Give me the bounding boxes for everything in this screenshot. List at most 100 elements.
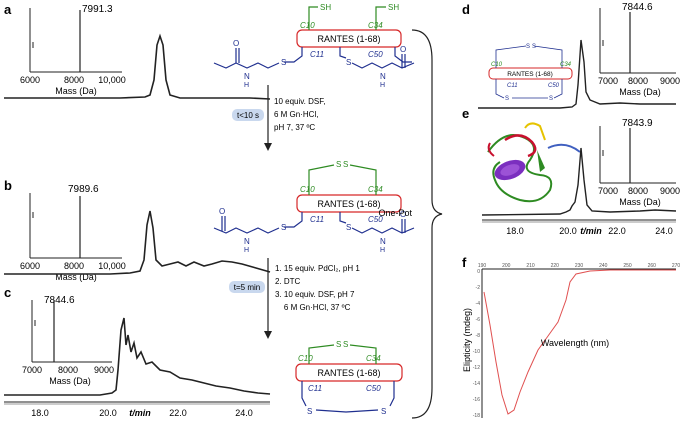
c11-label-1: C11 [310, 50, 324, 59]
panel-label-c: c [4, 285, 11, 300]
cd-curve [483, 269, 676, 415]
mass-label-d: Mass (Da) [619, 87, 661, 97]
step1-line-2: 6 M Gn·HCl, [274, 110, 318, 119]
peptide-label-1: RANTES (1-68) [317, 34, 380, 44]
step1-time: t<10 s [237, 111, 259, 120]
time-tick-de-4: 24.0 [655, 226, 673, 236]
protein-ribbon-image [487, 122, 581, 203]
s-label-d-3: S [505, 96, 509, 102]
hplc-trace-e [481, 147, 677, 216]
s-label-bottom-3b: S [381, 407, 386, 416]
structure-3: RANTES (1-68) S S C10 C34 C11 C50 S S [295, 340, 403, 416]
c10-label-3: C10 [298, 354, 313, 363]
step2-line-4: 6 M Gn·HCl, 37 ºC [275, 303, 351, 312]
peptide-label-d: RANTES (1-68) [507, 71, 553, 78]
tick-b-2: 8000 [64, 261, 84, 271]
peak-label-c: 7844.6 [44, 295, 75, 306]
cd-y-tick: -16 [473, 397, 480, 403]
c11-label-3: C11 [308, 384, 322, 393]
panel-e: 7843.9 7000 8000 9000 Mass (Da) 18.0 20.… [481, 118, 680, 236]
time-tick-de-1: 18.0 [506, 226, 524, 236]
s-label-left-2: S [281, 223, 286, 232]
h-label-left-2: H [244, 247, 249, 254]
hplc-trace-c [4, 317, 271, 396]
cd-x-tick: 220 [551, 263, 560, 269]
tick-e-1: 7000 [598, 186, 618, 196]
cd-y-tick: -2 [476, 285, 481, 291]
c50-label-d: C50 [548, 83, 560, 89]
mass-label-b: Mass (Da) [55, 272, 97, 282]
mass-label-c: Mass (Da) [49, 376, 91, 386]
step2-line-3: 3. 10 equiv. DSF, pH 7 [275, 290, 355, 299]
s-label-mid-1: S [346, 58, 351, 67]
time-tick-4: 24.0 [235, 408, 253, 418]
c10-label-d: C10 [491, 62, 503, 68]
tick-c-1: 7000 [22, 365, 42, 375]
nh-label-right-1: N [380, 72, 386, 81]
peak-label-d: 7844.6 [622, 2, 653, 13]
step1-line-1: 10 equiv. DSF, [274, 97, 325, 106]
cd-y-label: Elipticity (mdeg) [462, 308, 472, 372]
reaction-arrow-1: t<10 s 10 equiv. DSF, 6 M Gn·HCl, pH 7, … [232, 85, 325, 151]
cd-y-tick: 0 [477, 269, 480, 275]
h-label-right-2: H [380, 247, 385, 254]
cd-x-label: Wavelength (nm) [541, 338, 609, 348]
tick-d-3: 9000 [660, 76, 680, 86]
s-label-d-1: S [526, 44, 530, 50]
s-label-bridge-2b: S [343, 160, 348, 169]
structure-2: RANTES (1-68) S S C10 C34 C11 C50 S O N … [213, 160, 415, 254]
tick-c-3: 9000 [94, 365, 114, 375]
panel-label-e: e [462, 106, 469, 121]
sh-label-2: SH [388, 3, 399, 12]
c10-label-2: C10 [300, 185, 315, 194]
cd-y-tick: -14 [473, 381, 480, 387]
cd-x-tick: 190 [478, 263, 487, 269]
cd-y-tick: -6 [476, 317, 481, 323]
panel-label-a: a [4, 2, 12, 17]
c34-label-2: C34 [368, 185, 383, 194]
mass-spectrum-c: 7844.6 7000 8000 9000 Mass (Da) [22, 295, 114, 386]
o-label-left-2: O [219, 207, 225, 216]
time-tick-de-2: 20.0 [559, 226, 577, 236]
c50-label-2: C50 [368, 215, 383, 224]
time-axis-label: t/min [129, 408, 151, 418]
time-tick-de-3: 22.0 [608, 226, 626, 236]
c50-label-3: C50 [366, 384, 381, 393]
tick-b-1: 6000 [20, 261, 40, 271]
tick-d-2: 8000 [628, 76, 648, 86]
nh-label-right-2: N [380, 237, 386, 246]
cd-y-tick: -12 [473, 365, 480, 371]
mass-spectrum-b: 7989.6 6000 8000 10,000 Mass (Da) [20, 184, 126, 282]
step2-line-2: 2. DTC [275, 277, 301, 286]
nh-label-left-2: N [244, 237, 250, 246]
tick-e-3: 9000 [660, 186, 680, 196]
c34-label-1: C34 [368, 21, 383, 30]
step1-line-3: pH 7, 37 ºC [274, 123, 315, 132]
time-tick-1: 18.0 [31, 408, 49, 418]
time-tick-2: 20.0 [99, 408, 117, 418]
c34-label-d: C34 [560, 62, 572, 68]
cd-x-tick: 210 [526, 263, 535, 269]
cd-x-tick: 250 [623, 263, 632, 269]
hplc-trace-d [478, 39, 676, 109]
panel-label-f: f [462, 255, 467, 270]
peptide-label-3: RANTES (1-68) [317, 368, 380, 378]
panel-label-b: b [4, 178, 12, 193]
time-tick-3: 22.0 [169, 408, 187, 418]
s-label-d-4: S [549, 96, 553, 102]
one-pot-label: One-Pot [378, 208, 412, 218]
tick-b-3: 10,000 [98, 261, 126, 271]
step2-line-1: 1. 15 equiv. PdCl₂, pH 1 [275, 264, 360, 273]
tick-a-3: 10,000 [98, 75, 126, 85]
c11-label-2: C11 [310, 215, 324, 224]
cd-x-tick: 260 [648, 263, 657, 269]
o-label-left-1: O [233, 39, 239, 48]
s-label-bridge-3a: S [336, 340, 341, 349]
step2-time: t=5 min [234, 283, 260, 292]
cd-y-tick: -10 [473, 349, 480, 355]
s-label-left-1: S [281, 58, 286, 67]
s-label-mid-2: S [346, 223, 351, 232]
panel-d: RANTES (1-68) S S C10 C34 C11 C50 S S 78… [478, 2, 680, 109]
